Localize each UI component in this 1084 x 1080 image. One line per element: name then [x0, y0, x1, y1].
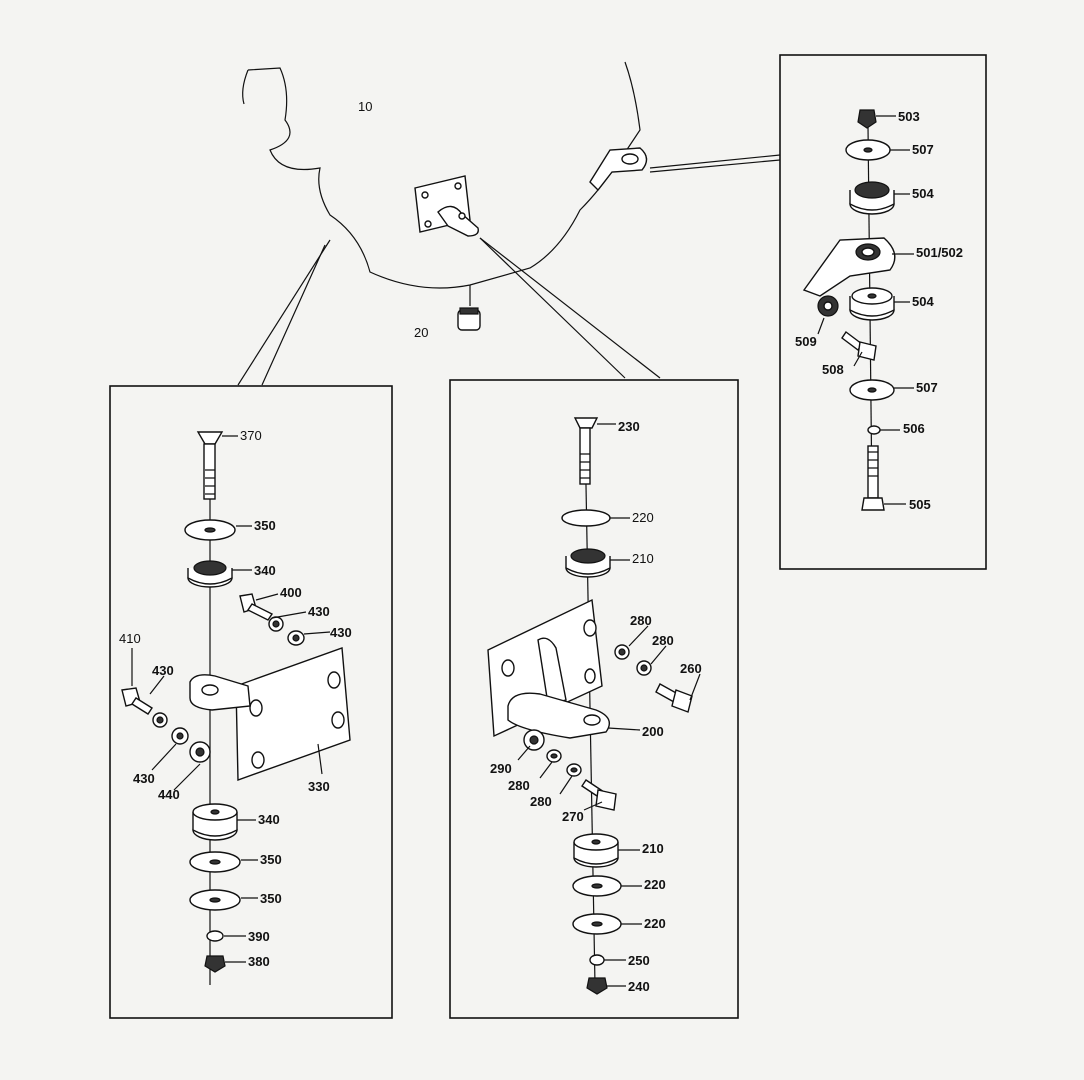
label-440: 440 [158, 787, 180, 802]
label-20: 20 [414, 325, 429, 340]
right-assembly [802, 109, 914, 511]
label-430-c: 430 [152, 663, 174, 678]
label-350-mid: 350 [260, 852, 282, 867]
leader-center-2 [479, 237, 661, 379]
engine-bracket-right [589, 147, 648, 192]
label-390: 390 [248, 929, 270, 944]
label-290: 290 [490, 761, 512, 776]
label-509: 509 [795, 334, 817, 349]
engine-outline [247, 61, 641, 289]
label-210-bottom: 210 [642, 841, 664, 856]
label-220-top: 220 [632, 510, 654, 525]
label-280-c: 280 [508, 778, 530, 793]
label-200: 200 [642, 724, 664, 739]
label-340-top: 340 [254, 563, 276, 578]
label-503: 503 [898, 109, 920, 124]
label-340-bottom: 340 [258, 812, 280, 827]
leader-center-1 [479, 237, 626, 379]
label-380: 380 [248, 954, 270, 969]
left-detail-box [109, 385, 393, 1019]
center-assembly [487, 417, 701, 995]
left-assembly [121, 431, 351, 985]
label-400: 400 [280, 585, 302, 600]
label-504-bottom: 504 [912, 294, 934, 309]
label-250: 250 [628, 953, 650, 968]
label-505: 505 [909, 497, 931, 512]
label-370: 370 [240, 428, 262, 443]
label-506: 506 [903, 421, 925, 436]
leader-right-2 [649, 159, 781, 173]
plug-20 [457, 285, 481, 331]
label-220-bottom: 220 [644, 916, 666, 931]
label-230: 230 [618, 419, 640, 434]
label-350-bottom: 350 [260, 891, 282, 906]
label-260: 260 [680, 661, 702, 676]
label-410: 410 [119, 631, 141, 646]
right-detail-box [779, 54, 987, 570]
engine-outline-left-edge [242, 69, 249, 105]
label-280-d: 280 [530, 794, 552, 809]
label-270: 270 [562, 809, 584, 824]
label-507-top: 507 [912, 142, 934, 157]
label-430-d: 430 [133, 771, 155, 786]
label-501-502: 501/502 [916, 245, 963, 260]
label-280-a: 280 [630, 613, 652, 628]
label-280-b: 280 [652, 633, 674, 648]
label-330: 330 [308, 779, 330, 794]
label-350-top: 350 [254, 518, 276, 533]
label-508: 508 [822, 362, 844, 377]
label-240: 240 [628, 979, 650, 994]
label-10: 10 [358, 99, 373, 114]
label-430-b: 430 [330, 625, 352, 640]
label-504-top: 504 [912, 186, 934, 201]
center-detail-box [449, 379, 739, 1019]
leader-right-1 [649, 154, 781, 169]
label-507-bottom: 507 [916, 380, 938, 395]
label-210-top: 210 [632, 551, 654, 566]
leader-left-2 [261, 244, 326, 386]
leader-left-1 [237, 239, 331, 386]
label-430-a: 430 [308, 604, 330, 619]
engine-bracket-center [414, 175, 479, 237]
label-220-mid: 220 [644, 877, 666, 892]
